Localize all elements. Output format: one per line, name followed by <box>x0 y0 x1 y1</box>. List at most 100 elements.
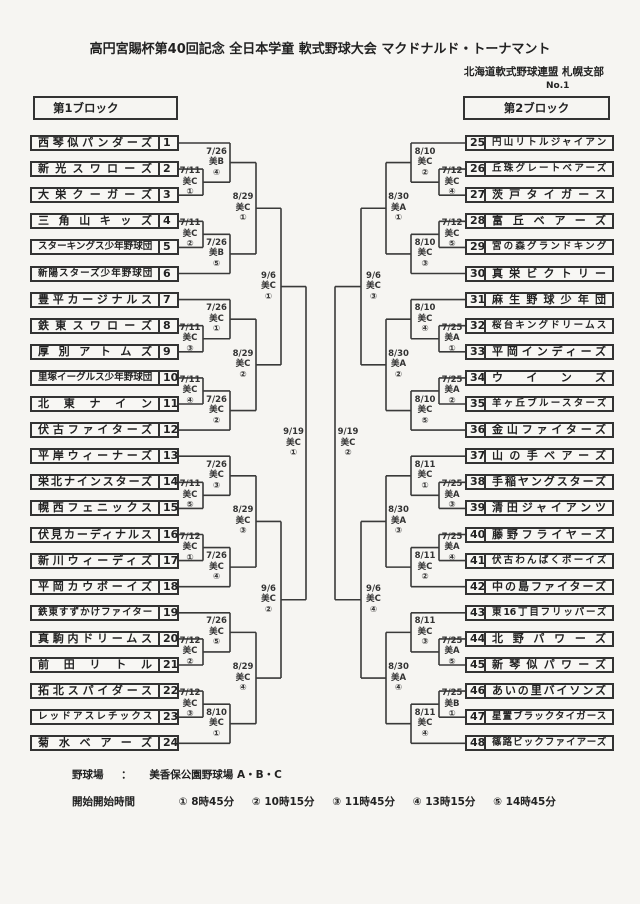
match-date: 8/30 <box>388 505 409 516</box>
match-slot: ① <box>289 448 298 459</box>
match-slot: ④ <box>369 604 378 615</box>
team-name: 伏古ファイターズ <box>30 422 160 439</box>
team-name: 厚別アトムズ <box>30 343 160 360</box>
team-name: 真駒内ドリームス <box>30 630 160 647</box>
team-number: 14 <box>160 474 179 491</box>
start-time: ④ 13時15分 <box>412 796 476 808</box>
team-number: 45 <box>465 657 485 673</box>
match-date: 8/11 <box>414 459 436 470</box>
match-slot: ⑤ <box>186 500 194 511</box>
team-number: 41 <box>465 552 485 569</box>
match-slot: ① <box>448 709 456 720</box>
match-slot: ④ <box>186 395 194 406</box>
team-number: 39 <box>465 500 485 517</box>
match-date: 9/6 <box>366 270 381 281</box>
team-name: 平岸ウィーナーズ <box>30 448 160 465</box>
match-date: 7/25 <box>441 479 463 490</box>
match-slot: ④ <box>212 572 221 583</box>
team-name: 宮の森グランドキング <box>484 239 614 256</box>
match-date: 8/29 <box>232 662 254 673</box>
match-date: 8/10 <box>414 394 436 405</box>
team-number: 33 <box>465 343 485 360</box>
team-name: 桜台キングドリームス <box>484 317 614 334</box>
match-slot: ③ <box>239 526 247 537</box>
match-field: 美C <box>340 437 356 448</box>
team-number: 44 <box>465 630 485 647</box>
team-number: 32 <box>465 317 485 334</box>
match-date: 7/11 <box>179 322 201 333</box>
match-date: 7/25 <box>441 531 463 542</box>
start-time: ⑤ 14時45分 <box>493 796 556 808</box>
match-field: 美C <box>417 626 433 637</box>
team-number: 27 <box>465 187 485 204</box>
match-field: 美C <box>182 228 198 239</box>
match-date: 9/6 <box>261 583 276 594</box>
match-date: 8/29 <box>232 348 254 359</box>
start-time: ② 10時15分 <box>251 796 315 808</box>
match-slot: ① <box>212 324 221 335</box>
match-date: 7/26 <box>206 616 227 627</box>
match-date: 8/10 <box>414 146 436 157</box>
team-number: 7 <box>160 291 179 308</box>
team-number: 18 <box>160 578 179 595</box>
match-field: 美C <box>261 281 276 292</box>
match-date: 8/10 <box>414 237 436 248</box>
match-slot: ④ <box>394 683 403 694</box>
match-slot: ① <box>186 552 194 563</box>
start-time: ③ 11時45分 <box>332 796 395 808</box>
match-slot: ⑤ <box>448 239 456 250</box>
team-name: 里塚イーグルス少年野球団 <box>30 369 160 386</box>
match-field: 美C <box>417 561 433 572</box>
match-date: 7/26 <box>206 551 227 562</box>
match-slot: ④ <box>421 324 429 335</box>
team-name: 新琴似パワーズ <box>484 657 614 673</box>
team-name: 栄北ナインスターズ <box>30 474 160 491</box>
venue-separator: ： <box>121 769 132 781</box>
match-field: 美C <box>209 718 224 729</box>
team-name: あいの里バイソンズ <box>484 683 614 700</box>
match-slot: ④ <box>212 167 221 178</box>
match-field: 美C <box>417 470 433 481</box>
team-name: スターキングス少年野球団 <box>30 239 160 256</box>
match-field: 美C <box>286 437 301 448</box>
match-date: 8/30 <box>388 192 409 203</box>
team-name: 豊平カージナルス <box>30 291 160 308</box>
match-slot: ② <box>394 369 403 380</box>
team-number: 16 <box>160 526 179 543</box>
match-field: 美C <box>417 248 433 259</box>
team-number: 37 <box>465 448 485 465</box>
match-slot: ② <box>344 448 352 459</box>
